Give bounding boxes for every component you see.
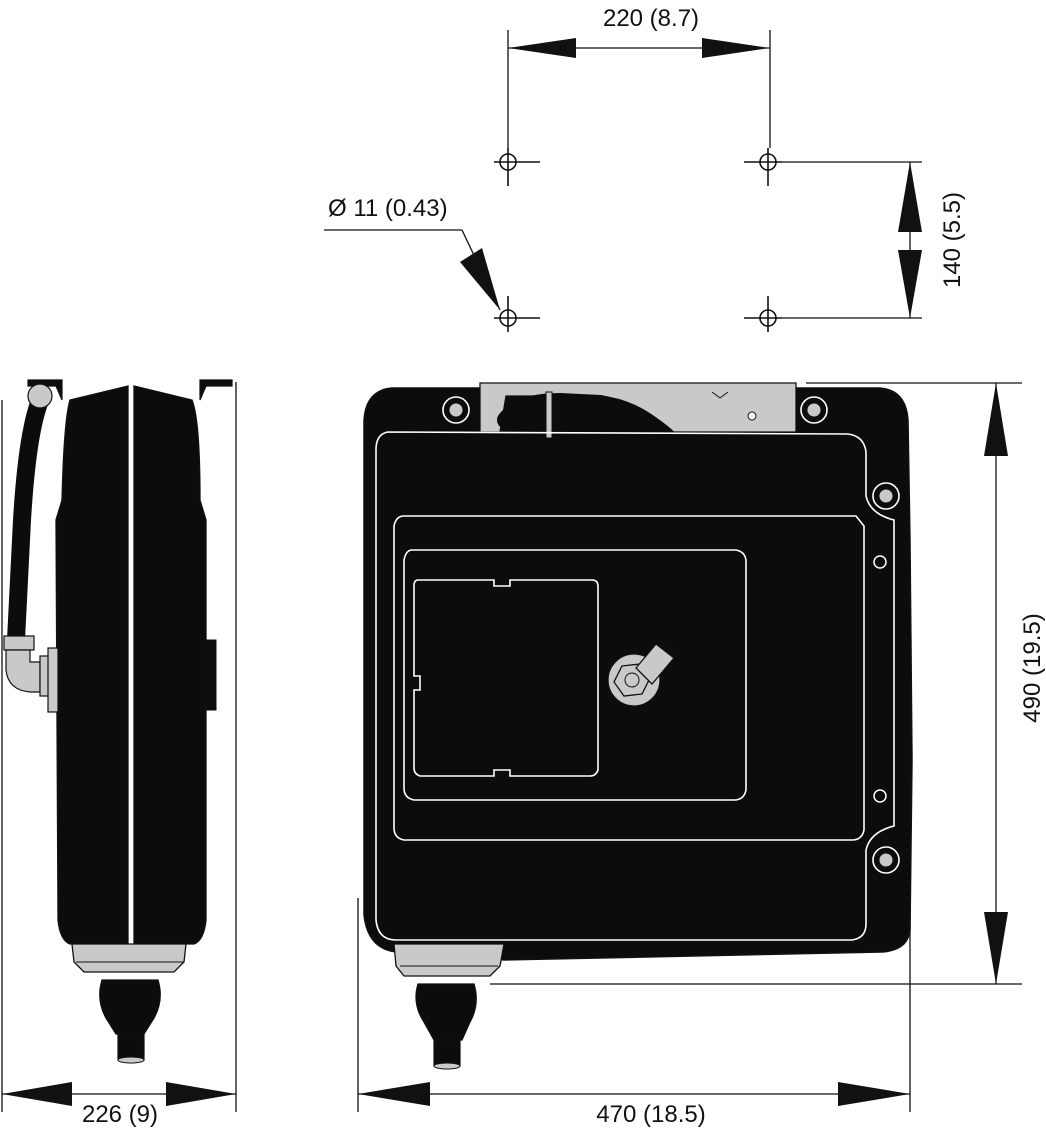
mounting-hole-top-left [494,148,540,186]
hose-end-front [415,983,477,1041]
label-490: 490 (19.5) [1019,613,1046,722]
mounting-hole-top-right [744,148,782,186]
hose-clamp [545,391,553,439]
label-diameter: Ø 11 (0.43) [328,195,448,222]
dimension-220 [507,30,771,148]
hose-side [7,387,53,641]
mounting-hole-bottom-right [744,296,782,332]
hose-guide-side [71,943,187,973]
hose-end-side [99,979,161,1035]
dimension-226 [1,382,237,1112]
dimension-490 [490,382,1022,985]
swivel-joint [607,639,681,707]
front-view [363,382,913,1070]
side-housing [55,385,129,945]
screw-hole-right-upper [872,482,900,510]
label-470: 470 (18.5) [596,1101,705,1128]
screw-hole-top-right [800,396,828,424]
mounting-hole-bottom-left [494,296,540,332]
dimension-diameter-leader [324,229,501,311]
side-view [3,379,233,1064]
screw-hole-right-lower [872,846,900,874]
label-140: 140 (5.5) [939,192,966,288]
label-220: 220 (8.7) [603,5,699,32]
dimension-470 [357,880,911,1112]
screw-hole-top-left [442,396,470,424]
label-226: 226 (9) [82,1101,158,1128]
hose-top [497,392,711,529]
mounting-hole-pattern [494,148,782,332]
dimension-140 [782,161,922,319]
hose-guide-front [393,943,505,977]
